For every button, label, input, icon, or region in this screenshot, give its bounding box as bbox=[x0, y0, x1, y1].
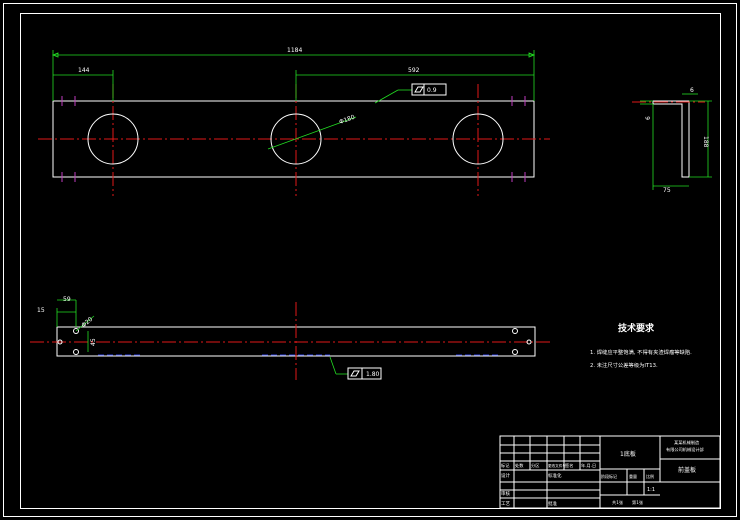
title-block: 标记 处数 分区 更改文件号 签名 年.月.日 设计 标准化 审核 工艺 批准 … bbox=[499, 435, 721, 509]
tb-org-line-1: 某某机械制造 bbox=[674, 439, 700, 446]
tech-req-title: 技术要求 bbox=[618, 322, 655, 334]
tb-label-sheji: 设计 bbox=[501, 472, 510, 479]
tb-part-name: 1底板 bbox=[620, 450, 636, 458]
tb-drawing-title: 前盖板 bbox=[678, 466, 696, 474]
dim-45: 45 bbox=[90, 338, 97, 346]
tb-label-pizhun: 批准 bbox=[548, 500, 557, 507]
hole-2 bbox=[270, 113, 322, 165]
bottom-flatness-value: 1.80 bbox=[366, 371, 380, 378]
tb-label-zhongliang: 重量 bbox=[629, 473, 637, 479]
hole-spacing-dim: 592 bbox=[408, 67, 420, 74]
side-profile bbox=[652, 100, 690, 178]
tb-sheet-total: 共1张 bbox=[612, 499, 624, 506]
tb-label-shenhe: 审核 bbox=[501, 490, 510, 497]
tb-label-qianming: 签名 bbox=[565, 462, 573, 469]
hole-1 bbox=[87, 113, 139, 165]
tb-label-genggai: 更改文件号 bbox=[548, 463, 566, 468]
side-height-dim: 188 bbox=[702, 136, 709, 148]
hole-3 bbox=[452, 113, 504, 165]
diameter-leader bbox=[267, 116, 357, 150]
tb-label-fenqu: 分区 bbox=[531, 462, 539, 469]
tb-label-jieduan: 阶段标记 bbox=[601, 473, 617, 479]
dim-59: 59 bbox=[63, 296, 71, 303]
bottom-small-holes bbox=[57, 328, 532, 355]
tb-label-biaoji: 标记 bbox=[501, 462, 510, 469]
tb-sheet-no: 第1张 bbox=[632, 499, 644, 506]
tb-label-date: 年.月.日 bbox=[581, 462, 596, 469]
left-offset-dim: 144 bbox=[78, 67, 90, 74]
tb-label-chushu: 处数 bbox=[515, 462, 524, 469]
side-depth-dim: 75 bbox=[663, 187, 671, 194]
drawing-outer-border bbox=[3, 3, 737, 517]
top-view: Φ180 1184 144 592 0.9 bbox=[38, 47, 550, 196]
side-top-dim: 6 bbox=[690, 87, 694, 94]
hole-diameter-label: Φ180 bbox=[338, 114, 356, 126]
tech-req-item-1: 1. 焊缝应平整饱满, 不得有夹渣焊瘤等缺陷. bbox=[590, 348, 692, 356]
dim-15: 15 bbox=[37, 307, 45, 314]
top-flatness-value: 0.9 bbox=[427, 87, 437, 94]
mounting-marks bbox=[61, 96, 526, 182]
overall-length-dim: 1184 bbox=[287, 47, 302, 54]
tb-label-biaozhunhua: 标准化 bbox=[548, 472, 562, 479]
tb-org-line-2: 有限公司机械设计部 bbox=[666, 446, 704, 453]
tech-requirements: 技术要求 1. 焊缝应平整饱满, 不得有夹渣焊瘤等缺陷. 2. 未注尺寸公差等级… bbox=[590, 322, 692, 369]
tb-scale: 1:1 bbox=[647, 487, 655, 493]
tech-req-item-2: 2. 未注尺寸公差等级为IT13. bbox=[590, 361, 658, 369]
side-width-dim: 6 bbox=[645, 116, 652, 120]
bottom-view: 15 59 Φ20 45 1.80 bbox=[30, 296, 550, 380]
drawing-frame bbox=[20, 13, 721, 509]
side-view: 6 6 188 75 bbox=[632, 87, 712, 194]
tb-label-bili: 比例 bbox=[646, 473, 654, 479]
tb-label-gongyi: 工艺 bbox=[501, 501, 510, 507]
